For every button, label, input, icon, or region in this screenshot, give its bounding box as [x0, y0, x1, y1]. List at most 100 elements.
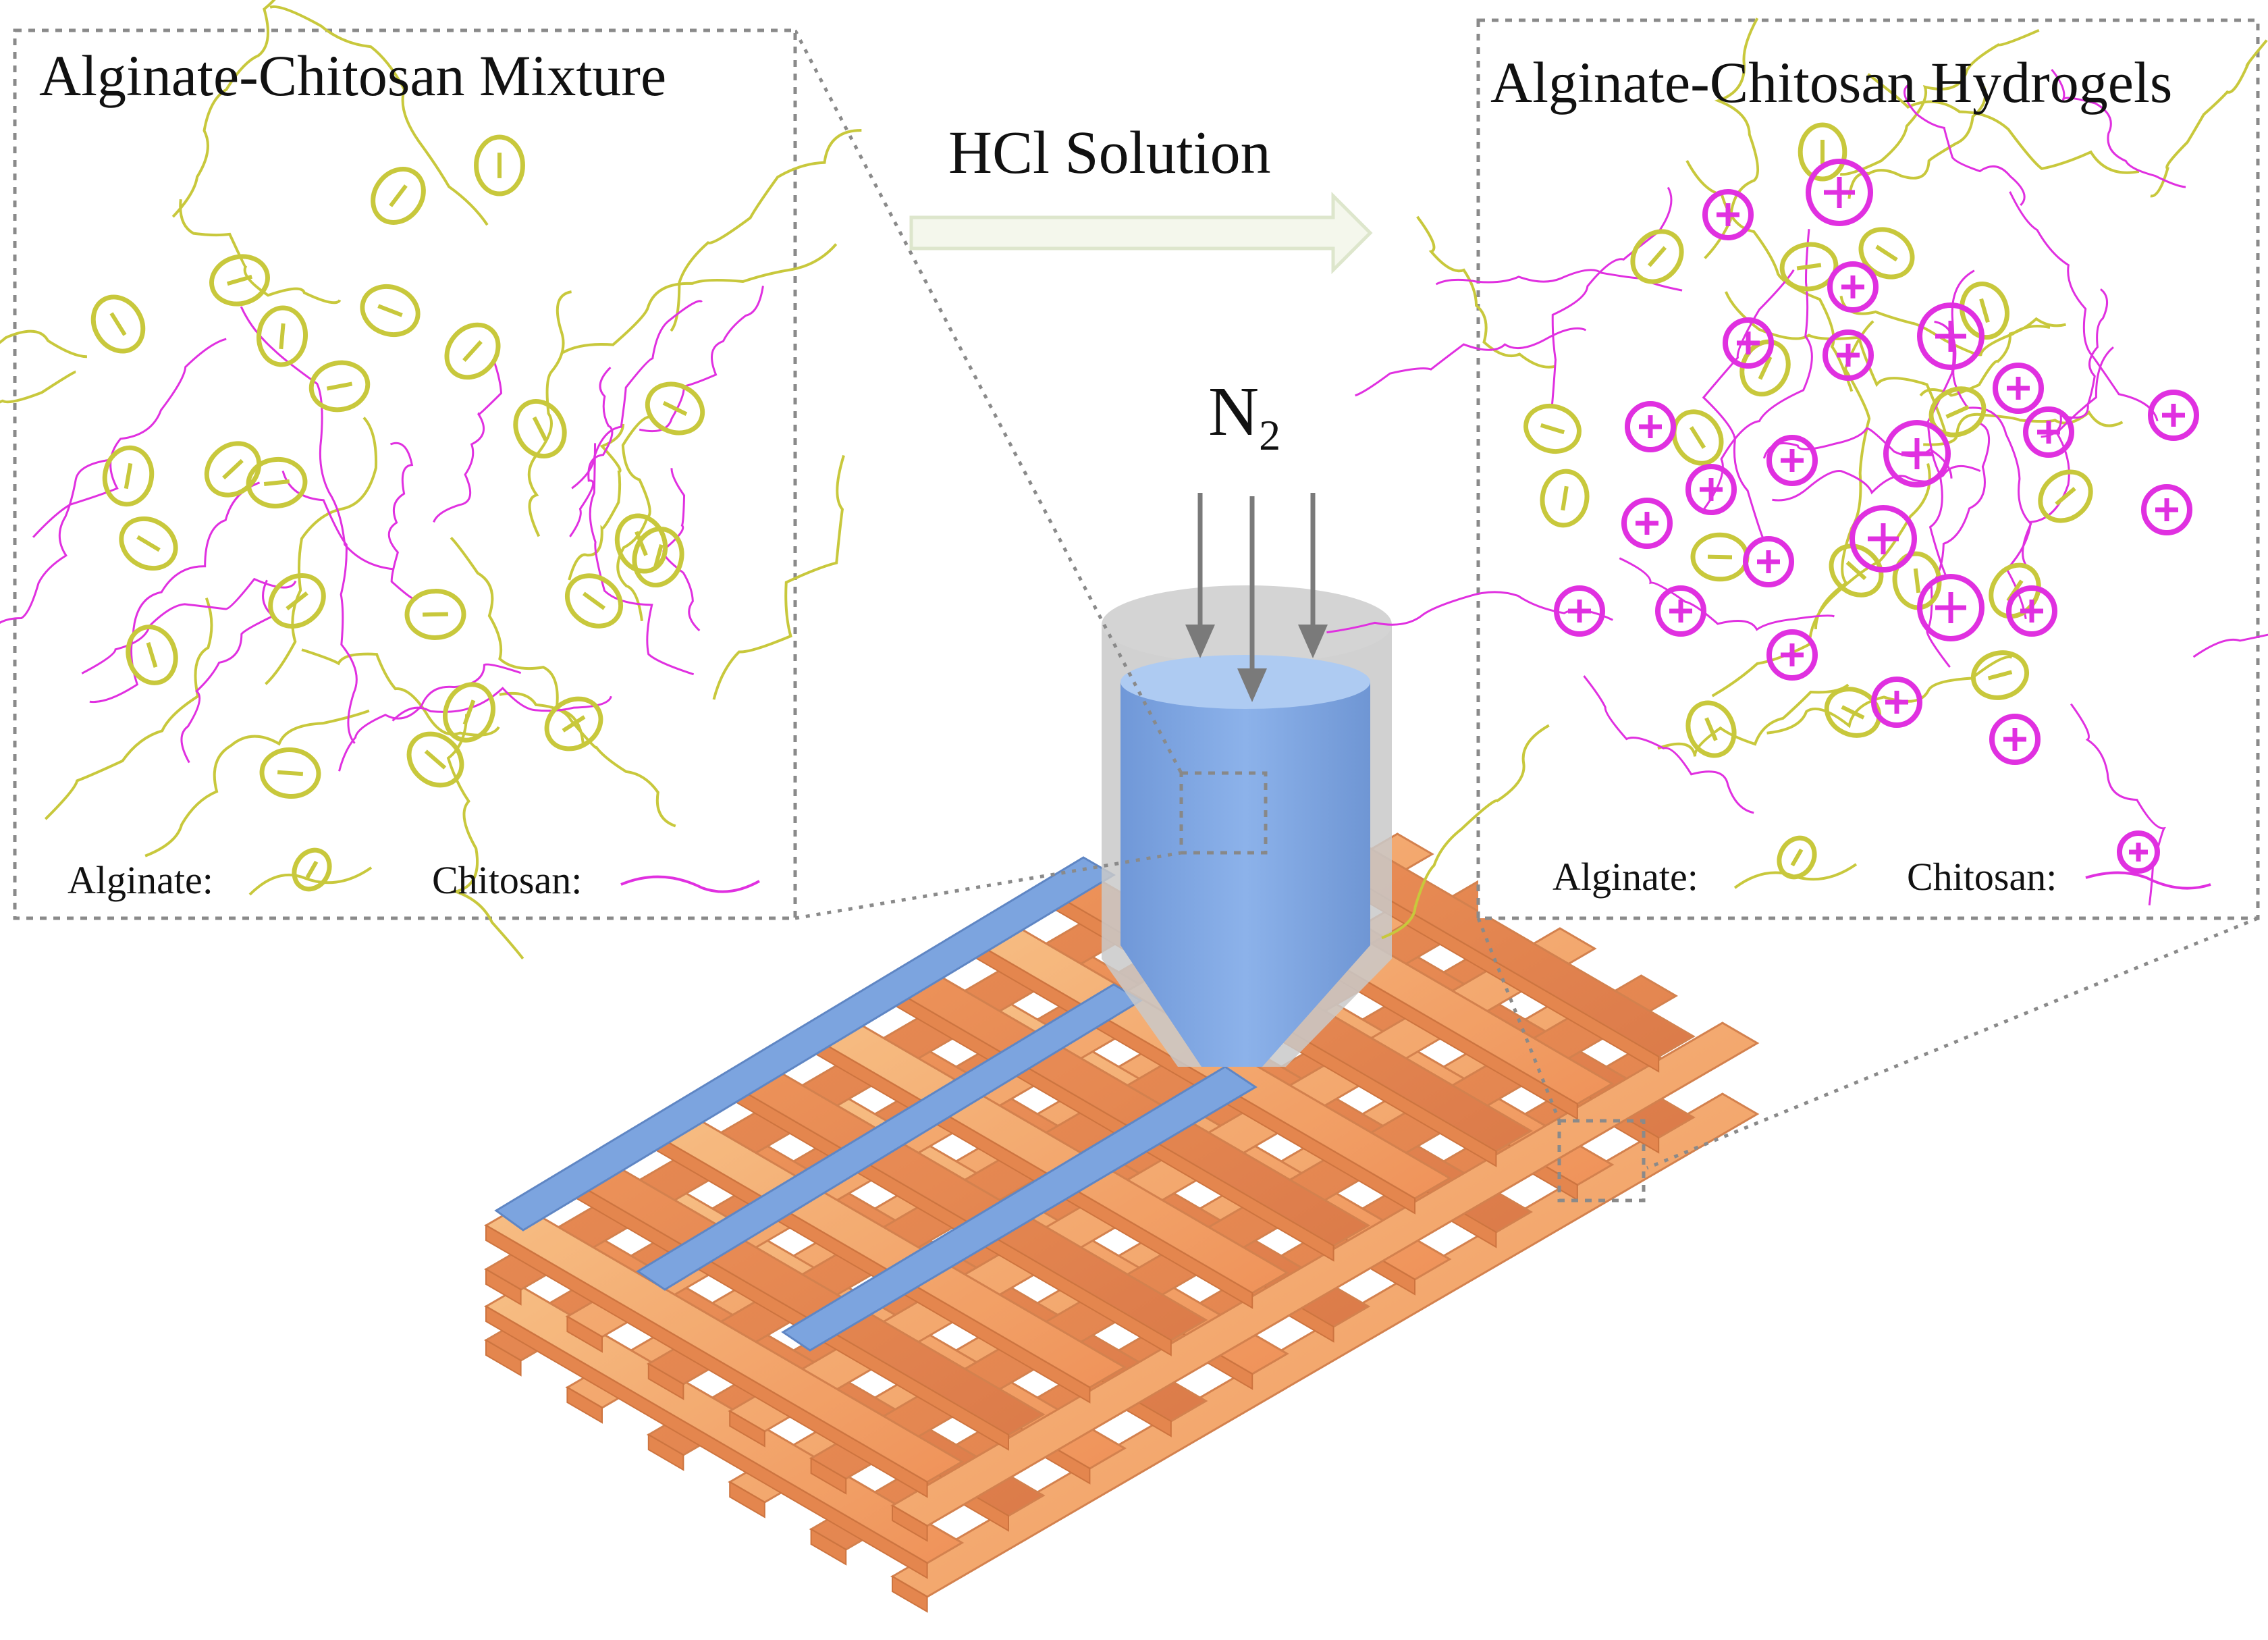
plus-circle-icon — [2148, 390, 2199, 441]
plus-circle-icon — [1621, 498, 1673, 549]
hydrogel-legend — [1733, 830, 2211, 890]
plank-side — [485, 1305, 928, 1579]
alginate-chain — [499, 691, 676, 828]
plank-side — [647, 1433, 684, 1471]
alginate-chain — [0, 370, 76, 404]
plank-side — [810, 1528, 847, 1566]
alginate-chain — [144, 709, 370, 857]
nozzle-rim — [1102, 585, 1392, 664]
alginate-chain — [1847, 86, 1987, 199]
mixture-legend-chitosan-label: Chitosan: — [432, 858, 583, 902]
minus-circle-icon — [632, 526, 684, 588]
plank-side — [729, 1410, 765, 1448]
minus-circle-icon — [1960, 282, 2009, 340]
minus-circle-icon — [1540, 469, 1590, 528]
minus-circle-icon — [90, 294, 146, 354]
alginate-chain — [1839, 29, 2040, 176]
chitosan-chain — [1762, 427, 1953, 479]
alginate-chain — [712, 454, 845, 700]
hydrogel-polymer-network — [1326, 18, 2268, 940]
plus-circle-icon — [1917, 574, 1985, 641]
minus-circle-icon — [1858, 227, 1915, 280]
alginate-chain — [1814, 320, 1874, 629]
plus-circle-icon — [1806, 159, 1873, 226]
down-arrow-icon — [1237, 496, 1267, 702]
minus-circle-icon — [102, 445, 155, 507]
alginate-chain — [1839, 295, 2051, 356]
chitosan-chain — [89, 481, 261, 704]
plus-circle-icon — [1554, 585, 1605, 637]
alginate-chain — [301, 648, 500, 737]
gas-symbol: N — [1208, 373, 1260, 450]
minus-circle-icon — [126, 625, 178, 685]
chitosan-chain — [433, 363, 503, 523]
hydrogel-panel — [1326, 18, 2268, 940]
down-arrow-icon — [1298, 493, 1328, 658]
plus-circle-icon — [1743, 536, 1794, 587]
chitosan-legend-chain — [2085, 871, 2211, 890]
plus-circle-icon — [1702, 189, 1754, 240]
minus-circle-icon — [360, 284, 421, 338]
chitosan-chain — [81, 577, 297, 674]
minus-circle-icon — [474, 134, 525, 196]
alginate-chain — [1704, 18, 1760, 259]
alginate-chain — [44, 598, 213, 820]
plank-side — [647, 1363, 684, 1400]
chitosan-chain — [1326, 591, 1613, 634]
plus-circle-icon — [1827, 261, 1879, 313]
nozzle-reservoir — [1120, 682, 1370, 1067]
alginate-chain — [1416, 215, 1556, 369]
minus-circle-icon — [513, 398, 567, 459]
chitosan-chain — [1926, 269, 1975, 579]
alginate-chain — [1711, 463, 1931, 697]
nitrogen-gas-label: N2 — [1208, 371, 1280, 460]
minus-circle-icon — [1630, 229, 1684, 284]
chitosan-chain — [1583, 675, 1754, 814]
minus-circle-icon — [444, 322, 501, 380]
plank-side — [566, 1315, 603, 1353]
chitosan-chain — [1619, 557, 1835, 631]
mixture-legend — [248, 847, 760, 896]
minus-circle-icon — [443, 682, 495, 743]
chitosan-chain — [1702, 269, 1795, 541]
minus-circle-icon — [1824, 687, 1882, 738]
zoom-connectors — [793, 29, 2259, 1202]
minus-circle-icon — [292, 847, 332, 892]
plus-circle-icon — [2006, 585, 2057, 637]
chitosan-chain — [1904, 83, 2026, 207]
hydrogel-panel-border — [1476, 18, 2260, 920]
minus-circle-icon — [1685, 700, 1737, 758]
plus-circle-icon — [2117, 830, 2160, 874]
plus-circle-icon — [1850, 505, 1917, 573]
plus-circle-icon — [1917, 302, 1985, 370]
mixture-panel-title: Alginate-Chitosan Mixture — [39, 43, 667, 108]
alginate-chain — [2150, 39, 2268, 198]
chitosan-chain — [569, 367, 614, 537]
chitosan-legend-chain — [620, 875, 760, 893]
minus-circle-icon — [268, 573, 326, 629]
plank-side — [485, 1224, 928, 1498]
hydrogel-panel-title: Alginate-Chitosan Hydrogels — [1490, 50, 2173, 115]
alginate-chain — [265, 417, 378, 685]
scaffold-zoom-box — [1557, 1119, 1646, 1202]
chitosan-chain — [32, 338, 227, 538]
plank-side — [485, 1339, 522, 1377]
minus-circle-icon — [1779, 242, 1839, 292]
alginate-chain — [527, 290, 572, 537]
plank-side — [810, 1457, 847, 1495]
plus-circle-icon — [1883, 420, 1951, 487]
chitosan-chain — [1355, 327, 1587, 397]
plus-circle-icon — [2141, 484, 2192, 535]
alginate-chain — [1657, 683, 1850, 757]
chitosan-chain — [392, 687, 612, 722]
minus-circle-icon — [1671, 409, 1724, 466]
hcl-arrow-icon — [909, 191, 1373, 275]
plus-circle-icon — [1993, 363, 2044, 414]
chitosan-chain — [338, 663, 522, 772]
chitosan-chain — [0, 458, 110, 625]
alginate-chain — [1919, 317, 2067, 397]
chitosan-chain — [589, 443, 695, 676]
plus-circle-icon — [1871, 677, 1922, 728]
hydrogel-legend-alginate-label: Alginate: — [1552, 855, 1698, 899]
plus-circle-icon — [1625, 401, 1676, 452]
